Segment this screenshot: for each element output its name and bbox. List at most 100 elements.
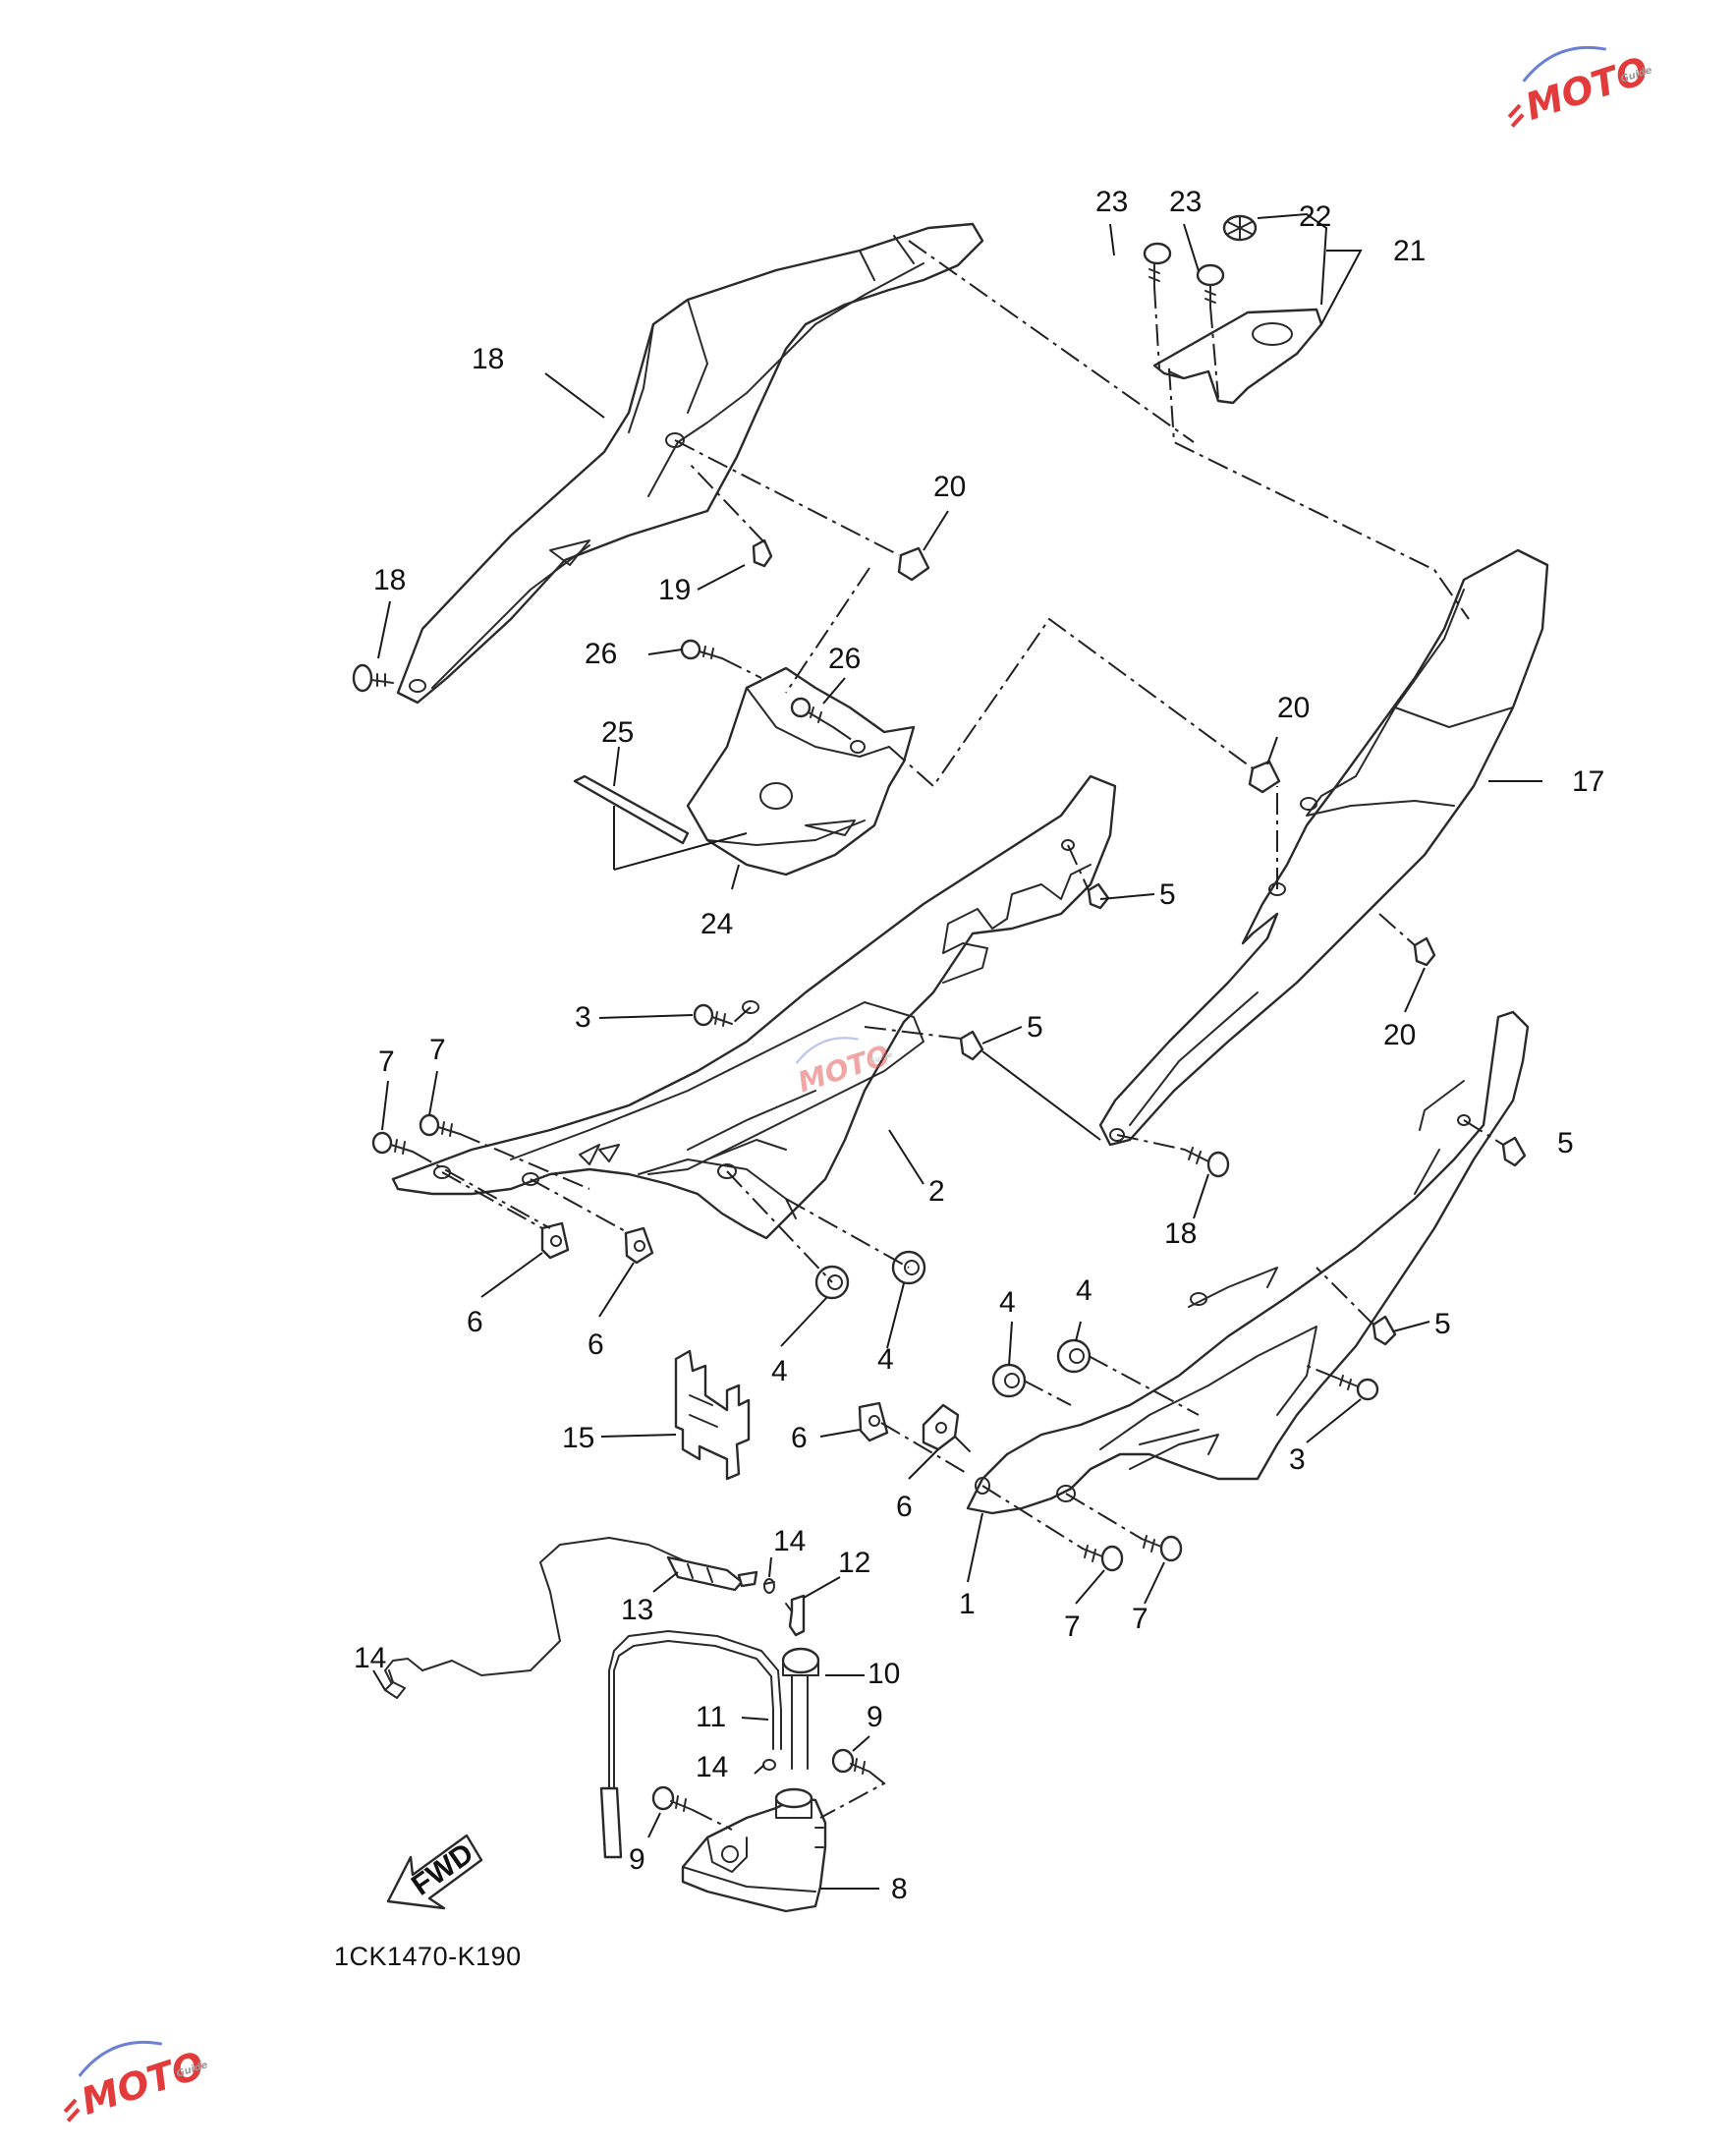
watermark-text-top: MOTO xyxy=(1520,48,1653,129)
part-4-grommet-c xyxy=(991,1363,1027,1398)
callout-4d: 4 xyxy=(1076,1274,1092,1307)
part-16-side-cover-upper-right xyxy=(1098,548,1549,1147)
callout-5d: 5 xyxy=(1434,1308,1451,1340)
part-5-clip-a xyxy=(1087,882,1110,910)
part-14-clamp-a xyxy=(384,1669,406,1699)
part-24-center-cover xyxy=(686,666,916,876)
callout-21: 21 xyxy=(1393,235,1426,267)
callout-13: 11 xyxy=(696,1701,726,1733)
assembly-lines xyxy=(412,240,1504,1831)
callout-15: 15 xyxy=(562,1422,594,1454)
part-9-bolt-b xyxy=(651,1785,694,1812)
part-5-clip-d xyxy=(1372,1315,1397,1346)
callout-24: 24 xyxy=(700,908,733,940)
callout-4a: 4 xyxy=(771,1355,788,1387)
watermark-logo-top-right: MOTO Guide xyxy=(1507,45,1653,129)
callout-25: 25 xyxy=(601,716,634,749)
part-10-filler-cap xyxy=(781,1647,820,1770)
part-3-screw-b xyxy=(1335,1375,1379,1401)
callout-18b: 18 xyxy=(1164,1217,1197,1250)
part-18-screw-a xyxy=(352,663,394,693)
callout-3a: 3 xyxy=(575,1001,591,1034)
part-20-nut-a xyxy=(897,546,930,582)
part-7-screw-c xyxy=(1082,1545,1124,1572)
callout-9b: 9 xyxy=(629,1843,645,1876)
watermark-text-bottom: MOTO xyxy=(76,2043,209,2123)
part-5-clip-b xyxy=(959,1030,984,1061)
part-12-cable xyxy=(384,1537,758,1683)
callout-19a: 19 xyxy=(658,574,691,606)
part-26-screw-b xyxy=(790,697,834,728)
callout-1: 1 xyxy=(959,1588,976,1620)
callout-6b: 6 xyxy=(588,1328,604,1361)
callout-labels: 18 18 19 20 26 26 25 24 23 23 22 21 20 1… xyxy=(354,186,1604,1905)
callout-2: 2 xyxy=(928,1175,945,1208)
part-19-clip-a xyxy=(752,538,773,568)
callout-22: 22 xyxy=(1299,200,1331,233)
callout-14b: 14 xyxy=(354,1642,386,1674)
callout-4b: 4 xyxy=(877,1343,894,1376)
callout-23a: 23 xyxy=(1095,186,1128,218)
part-26-screw-a xyxy=(680,639,723,660)
part-8-reservoir-tank xyxy=(681,1787,827,1913)
part-20-nut-b xyxy=(1248,760,1281,794)
callout-18a: 18 xyxy=(373,564,406,596)
part-21-bracket xyxy=(1152,308,1323,405)
callout-20b: 20 xyxy=(1277,692,1310,724)
callout-5a: 5 xyxy=(1159,878,1176,911)
callout-10: 10 xyxy=(868,1658,900,1690)
part-14-clamp-c xyxy=(762,1759,776,1771)
callout-7a: 7 xyxy=(378,1045,395,1078)
part-6-nut-b xyxy=(624,1226,654,1265)
part-6-nut-a xyxy=(540,1221,570,1260)
part-5-clip-c xyxy=(1501,1136,1527,1167)
part-19-clip-b xyxy=(1413,936,1436,967)
callout-6a: 6 xyxy=(467,1306,483,1338)
callout-5b: 5 xyxy=(1027,1011,1043,1044)
leader-lines xyxy=(372,212,1542,1890)
fwd-direction-arrow: FWD xyxy=(386,1834,483,1910)
callout-7d: 7 xyxy=(1132,1603,1148,1635)
part-1-side-cover-lower-right xyxy=(966,1010,1530,1515)
watermark-logo-bottom-left: MOTO Guide xyxy=(63,2040,209,2123)
part-15-bracket-plate xyxy=(674,1349,751,1481)
callout-11: 12 xyxy=(838,1547,870,1579)
callout-7b: 7 xyxy=(429,1034,446,1066)
part-2-side-cover-lower-left xyxy=(391,774,1117,1240)
callout-3b: 3 xyxy=(1289,1443,1306,1476)
callout-14c: 14 xyxy=(696,1751,728,1783)
part-14-clamp-b xyxy=(763,1578,775,1594)
callout-16: 17 xyxy=(1572,765,1604,798)
part-7-screw-b xyxy=(419,1113,461,1137)
part-6-nut-c xyxy=(858,1401,889,1442)
part-17-side-cover-upper-left xyxy=(396,222,984,705)
callout-6c: 6 xyxy=(791,1422,808,1454)
callout-23b: 23 xyxy=(1169,186,1202,218)
part-6-nut-d xyxy=(922,1403,960,1451)
callout-5c: 5 xyxy=(1557,1127,1574,1159)
callout-26a: 26 xyxy=(585,638,617,670)
callout-6d: 6 xyxy=(896,1491,913,1523)
callout-9a: 9 xyxy=(867,1701,883,1733)
callout-8: 8 xyxy=(891,1873,908,1905)
part-7-screw-a xyxy=(371,1131,414,1155)
part-4-grommet-d xyxy=(1056,1338,1092,1374)
part-9-bolt-a xyxy=(831,1748,870,1775)
callout-12: 13 xyxy=(621,1594,653,1626)
callout-14a: 14 xyxy=(773,1525,806,1557)
callout-19b: 20 xyxy=(1383,1019,1416,1051)
callout-26b: 26 xyxy=(828,643,861,675)
callout-17: 18 xyxy=(472,343,504,375)
callout-7c: 7 xyxy=(1064,1610,1081,1643)
figure-code: 1CK1470-K190 xyxy=(334,1942,522,1971)
part-23-bolt-b xyxy=(1196,263,1225,308)
part-23-bolt-a xyxy=(1143,242,1172,288)
part-3-screw-a xyxy=(693,1003,733,1027)
callout-20a: 20 xyxy=(933,471,966,503)
part-25-trim-strip xyxy=(573,774,690,845)
part-22-grommet xyxy=(1222,214,1258,242)
part-11-elbow-pipe xyxy=(785,1594,806,1637)
callout-4c: 4 xyxy=(999,1286,1016,1319)
